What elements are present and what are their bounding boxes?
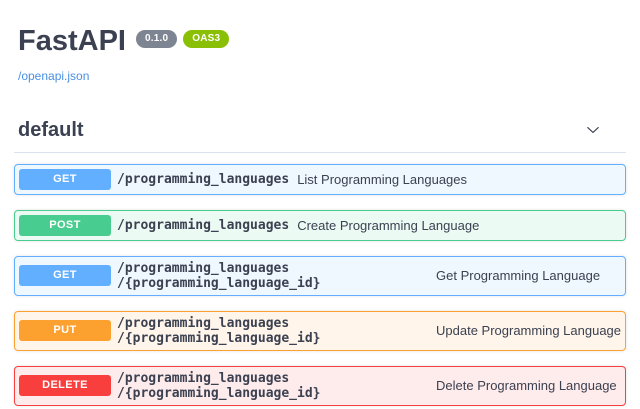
operation-path: /programming_languages	[117, 171, 290, 187]
swagger-ui-page: FastAPI 0.1.0 OAS3 /openapi.json default…	[0, 25, 640, 406]
operation-description: Get Programming Language	[436, 268, 601, 284]
operation-description: List Programming Languages	[297, 171, 468, 187]
operation-row[interactable]: DELETE /programming_languages /{programm…	[14, 365, 626, 406]
operation-path: /programming_languages /{programming_lan…	[117, 370, 321, 401]
operation-row[interactable]: PUT /programming_languages /{programming…	[14, 310, 626, 351]
version-badge: 0.1.0	[135, 30, 178, 48]
default-tag-section: default GET /programming_languages List …	[14, 119, 626, 406]
method-badge: DELETE	[19, 375, 111, 397]
operation-description: Update Programming Language	[436, 323, 622, 339]
page-title: FastAPI	[18, 25, 126, 57]
operation-row[interactable]: GET /programming_languages List Programm…	[14, 163, 626, 195]
api-title-row: FastAPI 0.1.0 OAS3	[18, 25, 622, 58]
openapi-json-link[interactable]: /openapi.json	[18, 68, 90, 83]
method-badge: GET	[19, 265, 111, 287]
operation-path: /programming_languages /{programming_lan…	[117, 260, 321, 291]
tag-title: default	[18, 118, 84, 141]
operation-row[interactable]: GET /programming_languages /{programming…	[14, 255, 626, 296]
operation-path: /programming_languages /{programming_lan…	[117, 315, 321, 346]
operations-list: GET /programming_languages List Programm…	[14, 163, 626, 406]
method-badge: GET	[19, 168, 111, 190]
operation-description: Create Programming Language	[297, 217, 480, 233]
title-badges: 0.1.0 OAS3	[135, 30, 230, 48]
operation-path: /programming_languages	[117, 217, 290, 233]
api-info: FastAPI 0.1.0 OAS3 /openapi.json	[18, 25, 622, 85]
chevron-down-icon[interactable]	[586, 123, 622, 137]
method-badge: POST	[19, 214, 111, 236]
method-badge: PUT	[19, 320, 111, 342]
operation-description: Delete Programming Language	[436, 378, 617, 394]
operation-row[interactable]: POST /programming_languages Create Progr…	[14, 209, 626, 241]
oas3-badge: OAS3	[183, 30, 230, 48]
tag-header-default[interactable]: default	[14, 119, 626, 153]
